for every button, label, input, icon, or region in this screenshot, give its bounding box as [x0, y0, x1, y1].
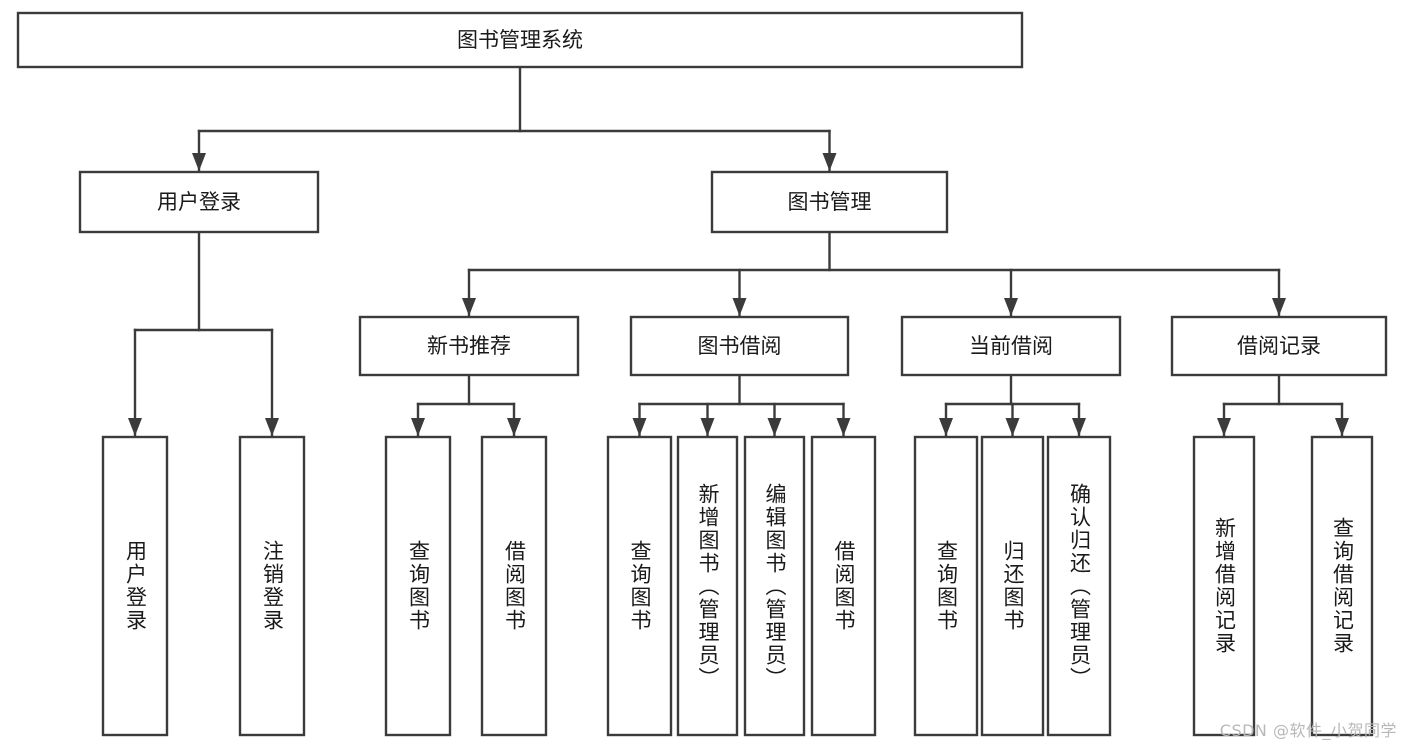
arrow-head-icon — [411, 418, 425, 436]
arrow-head-icon — [462, 298, 476, 316]
arrow-head-icon — [507, 418, 521, 436]
node-label-n-current: 当前借阅 — [969, 334, 1053, 358]
arrow-head-icon — [732, 298, 747, 316]
node-box-n-book-manage[interactable] — [710, 170, 949, 234]
node-box-l-rec-query[interactable] — [1310, 435, 1374, 737]
arrow-head-icon — [192, 153, 206, 171]
node-box-n-new-book[interactable] — [358, 315, 580, 377]
arrow-head-icon — [836, 418, 851, 436]
arrow-head-icon — [1272, 298, 1286, 316]
arrow-head-icon — [1005, 418, 1020, 436]
node-label-n-user-login: 用户登录 — [157, 190, 241, 214]
node-box-n-record[interactable] — [1170, 315, 1388, 377]
node-box-l-bb-edit[interactable] — [743, 435, 806, 737]
arrow-head-icon — [1335, 418, 1349, 436]
node-box-l-logout[interactable] — [238, 435, 306, 737]
node-box-l-user-login[interactable] — [101, 435, 169, 737]
arrow-head-icon — [767, 418, 782, 436]
node-box-root[interactable] — [16, 11, 1024, 69]
node-box-n-current[interactable] — [900, 315, 1122, 377]
arrow-head-icon — [128, 418, 142, 436]
node-box-l-cb-query[interactable] — [913, 435, 979, 737]
arrow-head-icon — [822, 153, 837, 171]
node-box-l-nb-query[interactable] — [384, 435, 452, 737]
edges-layer — [128, 65, 1349, 438]
node-box-l-cb-confirm[interactable] — [1046, 435, 1112, 737]
node-box-l-bb-borrow[interactable] — [810, 435, 877, 737]
arrow-head-icon — [700, 418, 715, 436]
node-box-l-rec-add[interactable] — [1192, 435, 1256, 737]
node-box-l-bb-query[interactable] — [606, 435, 673, 737]
node-box-n-user-login[interactable] — [78, 170, 320, 234]
node-box-l-cb-return[interactable] — [980, 435, 1045, 737]
node-box-l-nb-borrow[interactable] — [480, 435, 548, 737]
node-label-n-book-manage: 图书管理 — [788, 190, 872, 214]
node-label-n-new-book: 新书推荐 — [427, 334, 511, 358]
arrow-head-icon — [1072, 418, 1086, 436]
node-label-root: 图书管理系统 — [457, 28, 583, 52]
arrow-head-icon — [632, 418, 647, 436]
node-box-l-bb-add[interactable] — [676, 435, 739, 737]
arrow-head-icon — [265, 418, 279, 436]
node-label-n-borrow: 图书借阅 — [698, 334, 782, 358]
boxes-layer — [16, 11, 1388, 737]
node-label-n-record: 借阅记录 — [1237, 334, 1321, 358]
arrow-head-icon — [939, 418, 953, 436]
arrow-head-icon — [1004, 298, 1018, 316]
node-box-n-borrow[interactable] — [629, 315, 850, 377]
watermark-text: CSDN @软件_小贺同学 — [1219, 721, 1397, 740]
arrow-head-icon — [1217, 418, 1231, 436]
